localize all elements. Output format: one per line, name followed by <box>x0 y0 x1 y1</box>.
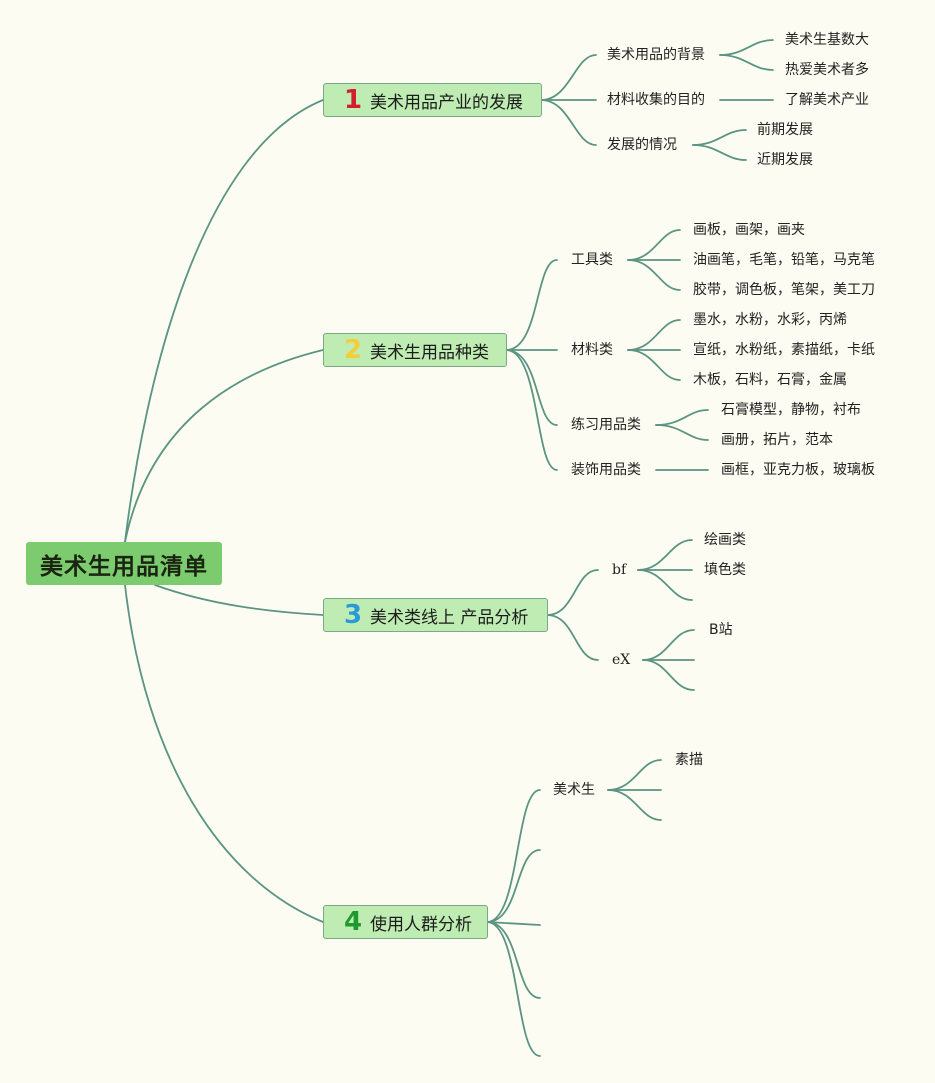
link-b1-c3-l2 <box>692 144 747 161</box>
leaf-item[interactable]: B站 <box>709 622 733 638</box>
link-b3-c1-l1 <box>637 539 693 571</box>
link-b1-c1-l2 <box>719 54 774 71</box>
topic-materials[interactable]: 材料类 <box>571 342 613 358</box>
topic-development[interactable]: 发展的情况 <box>607 137 677 153</box>
branch-label-2: 美术生用品种类 <box>370 342 489 363</box>
link-b2-c4 <box>505 349 558 471</box>
link-b4-c4 <box>486 921 541 999</box>
link-b1-c3-l1 <box>692 129 747 146</box>
leaf-item[interactable]: 墨水，水粉，水彩，丙烯 <box>693 312 847 328</box>
topic-practice[interactable]: 练习用品类 <box>571 417 641 433</box>
link-root-branch-2 <box>124 349 324 543</box>
link-b1-c3 <box>540 99 597 146</box>
leaf-item[interactable]: 石膏模型，静物，衬布 <box>721 402 861 418</box>
root-title: 美术生用品清单 <box>40 553 208 580</box>
link-b2-c1-l1 <box>627 229 681 261</box>
link-b2-c1 <box>505 259 558 351</box>
branch-node-4[interactable]: 4 使用人群分析 <box>323 905 488 939</box>
topic-purpose[interactable]: 材料收集的目的 <box>607 92 705 108</box>
link-root-branch-4 <box>124 584 324 923</box>
link-b4-c2 <box>486 849 541 923</box>
topic-background[interactable]: 美术用品的背景 <box>607 47 705 63</box>
leaf-item[interactable]: 前期发展 <box>757 122 813 138</box>
link-b2-c2-l3 <box>627 349 681 381</box>
leaf-item[interactable]: 了解美术产业 <box>785 92 869 108</box>
branch-number-3: 3 <box>344 600 363 630</box>
leaf-item[interactable]: 画板，画架，画夹 <box>693 222 805 238</box>
link-b1-c1 <box>540 54 597 101</box>
link-b2-c3-l2 <box>655 424 709 441</box>
link-b3-c2-l1 <box>642 629 695 661</box>
branch-number-4: 4 <box>344 907 363 937</box>
link-b3-c2 <box>546 614 599 661</box>
link-b4-c5 <box>486 921 541 1057</box>
branch-number-2: 2 <box>344 335 363 365</box>
link-b2-c3-l1 <box>655 409 709 426</box>
topic-decoration[interactable]: 装饰用品类 <box>571 462 641 478</box>
link-b4-c1-l1 <box>607 759 662 791</box>
link-b4-c1 <box>486 789 541 923</box>
leaf-item[interactable]: 近期发展 <box>757 152 813 168</box>
leaf-item[interactable]: 宣纸，水粉纸，素描纸，卡纸 <box>693 342 875 358</box>
topic-tools[interactable]: 工具类 <box>571 252 613 268</box>
link-root-branch-3 <box>154 584 324 616</box>
link-b3-c1-l3 <box>637 569 693 601</box>
branch-node-2[interactable]: 2 美术生用品种类 <box>323 333 507 367</box>
leaf-item[interactable]: 油画笔，毛笔，铅笔，马克笔 <box>693 252 875 268</box>
leaf-item[interactable]: 填色类 <box>704 562 746 578</box>
branch-number-1: 1 <box>344 85 363 115</box>
topic-bf[interactable]: bf <box>612 562 627 578</box>
leaf-item[interactable]: 胶带，调色板，笔架，美工刀 <box>693 282 875 298</box>
leaf-item[interactable]: 绘画类 <box>704 532 746 548</box>
branch-label-3: 美术类线上 产品分析 <box>370 607 529 628</box>
leaf-item[interactable]: 热爱美术者多 <box>785 62 869 78</box>
branch-node-3[interactable]: 3 美术类线上 产品分析 <box>323 598 548 632</box>
branch-label-1: 美术用品产业的发展 <box>370 92 523 113</box>
link-b2-c1-l3 <box>627 259 681 291</box>
link-b1-c1-l1 <box>719 39 774 56</box>
leaf-item[interactable]: 木板，石料，石膏，金属 <box>693 372 847 388</box>
link-b3-c2-l3 <box>642 659 695 691</box>
leaf-item[interactable]: 画框，亚克力板，玻璃板 <box>721 462 875 478</box>
link-b2-c2-l1 <box>627 319 681 351</box>
branch-node-1[interactable]: 1 美术用品产业的发展 <box>323 83 542 117</box>
link-b4-c3 <box>486 921 541 926</box>
link-b3-c1 <box>546 569 599 616</box>
topic-ex[interactable]: eX <box>612 652 631 668</box>
link-b2-c3 <box>505 349 558 426</box>
link-b4-c1-l3 <box>607 789 662 821</box>
link-root-branch-1 <box>124 99 324 543</box>
root-node[interactable]: 美术生用品清单 <box>26 542 222 585</box>
leaf-item[interactable]: 素描 <box>675 752 703 768</box>
leaf-item[interactable]: 画册，拓片，范本 <box>721 432 833 448</box>
branch-label-4: 使用人群分析 <box>370 914 472 935</box>
topic-art-students[interactable]: 美术生 <box>553 782 595 798</box>
leaf-item[interactable]: 美术生基数大 <box>785 32 869 48</box>
